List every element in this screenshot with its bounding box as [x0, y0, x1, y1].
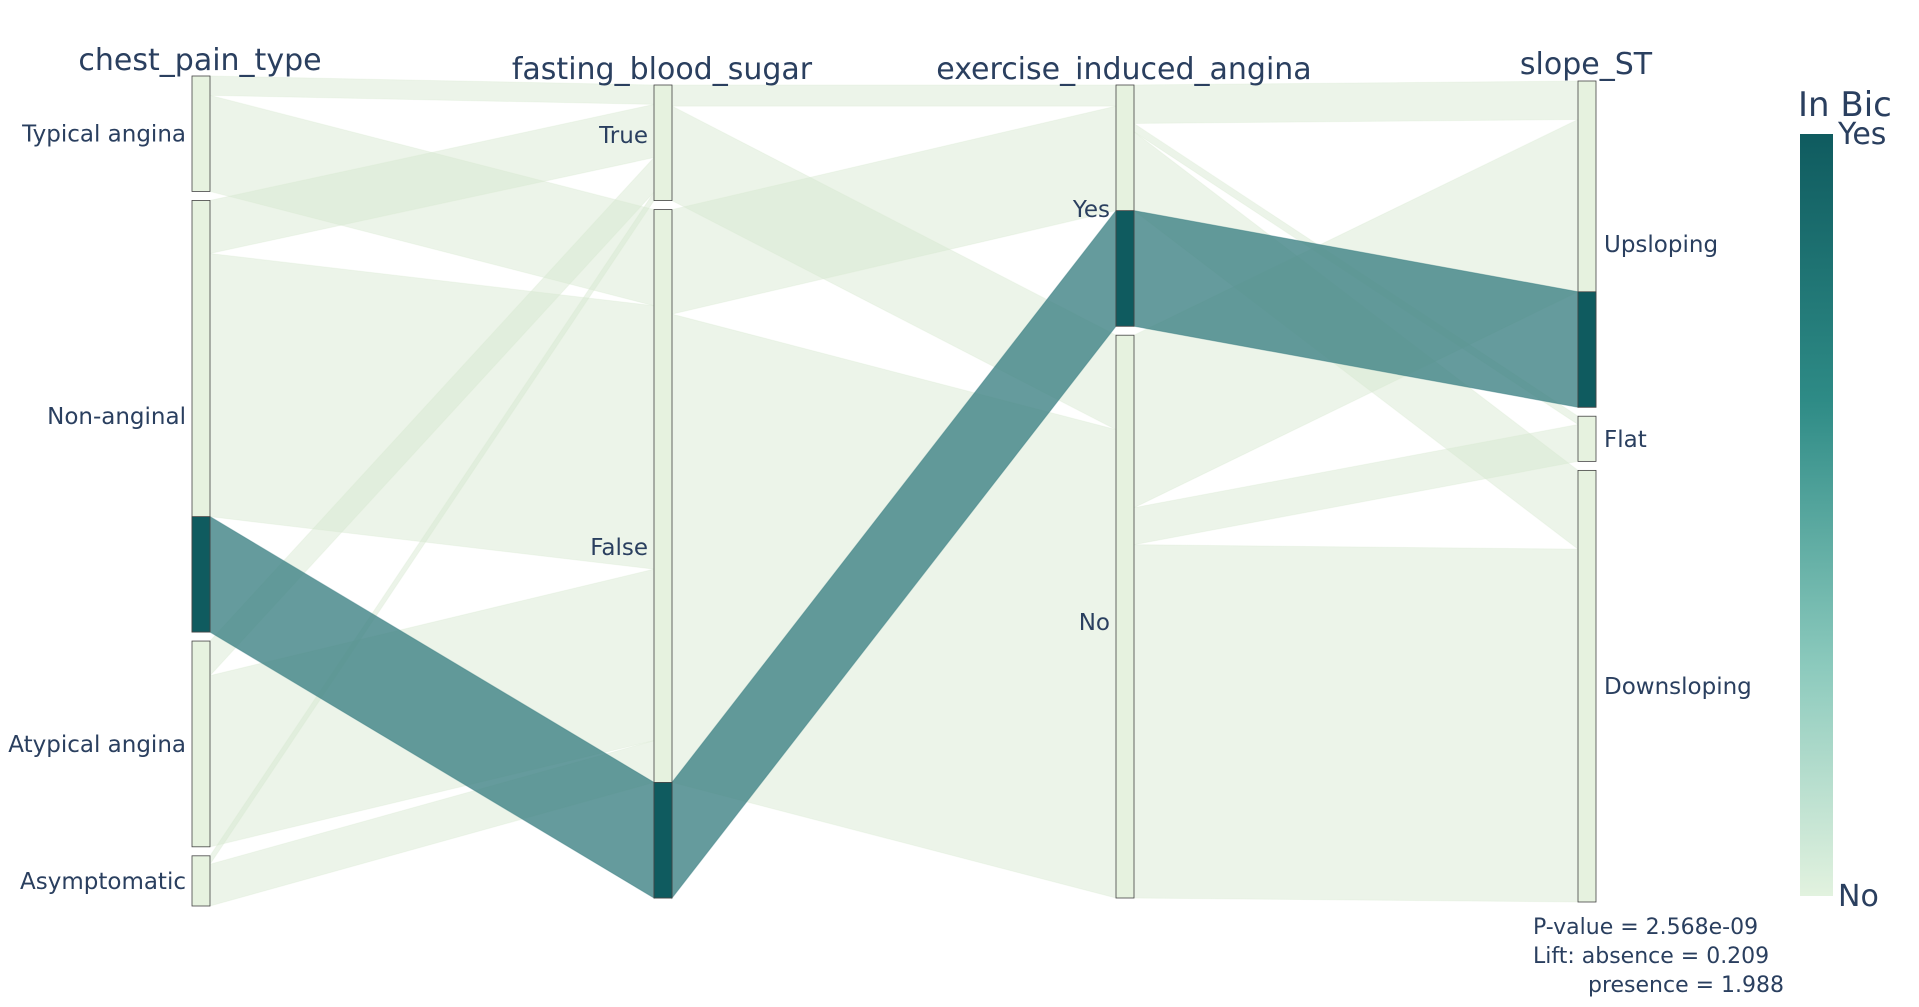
colorbar-min-label: No — [1838, 879, 1879, 914]
category-label-true: True — [598, 123, 648, 149]
category-label-false: False — [590, 535, 648, 561]
category-label-non-anginal: Non-anginal — [47, 404, 186, 430]
category-bars — [191, 75, 1597, 907]
ribbon-true-to-yes — [671, 84, 1117, 107]
dimension-title-exercise-induced-angina: exercise_induced_angina — [936, 52, 1311, 87]
dimension-title-fasting-blood-sugar: fasting_blood_sugar — [512, 52, 813, 87]
ribbon-yes-to-upsloping — [1133, 80, 1579, 125]
category-label-asymptomatic: Asymptomatic — [20, 869, 186, 895]
category-label-flat: Flat — [1604, 427, 1647, 453]
lift-presence-annotation: presence = 1.988 — [1588, 973, 1784, 998]
dimension-title-slope-st: slope_ST — [1520, 47, 1653, 82]
dimension-title-chest-pain-type: chest_pain_type — [78, 43, 321, 78]
background-ribbons — [209, 75, 1579, 907]
lift-absence-annotation: Lift: absence = 0.209 — [1533, 944, 1769, 969]
bar-fasting-blood-sugar-true — [653, 84, 673, 201]
pvalue-annotation: P-value = 2.568e-09 — [1533, 915, 1758, 940]
bar-chest-pain-type-atypical-angina — [191, 640, 211, 848]
bar-chest-pain-type-asymptomatic — [191, 855, 211, 907]
category-label-yes: Yes — [1072, 197, 1110, 223]
colorbar-gradient — [1800, 134, 1833, 896]
category-label-upsloping: Upsloping — [1604, 232, 1718, 258]
ribbon-no-to-downsloping — [1133, 544, 1579, 903]
category-label-atypical-angina: Atypical angina — [8, 732, 186, 758]
bar-highlight-false — [653, 782, 673, 899]
colorbar: In Bic Yes No — [1798, 85, 1892, 914]
bar-highlight-upsloping — [1577, 291, 1597, 408]
bar-slope-st-flat — [1577, 415, 1597, 462]
category-label-typical-angina: Typical angina — [21, 122, 186, 148]
category-label-no: No — [1079, 610, 1110, 636]
bar-slope-st-downsloping — [1577, 469, 1597, 903]
category-label-downsloping: Downsloping — [1604, 674, 1752, 700]
bar-highlight-non-anginal — [191, 516, 211, 633]
bar-highlight-yes — [1115, 210, 1135, 327]
colorbar-max-label: Yes — [1837, 117, 1886, 152]
bar-chest-pain-type-typical-angina — [191, 75, 211, 192]
bar-exercise-induced-angina-no — [1115, 334, 1135, 899]
colorbar-title: In Bic — [1798, 85, 1892, 125]
